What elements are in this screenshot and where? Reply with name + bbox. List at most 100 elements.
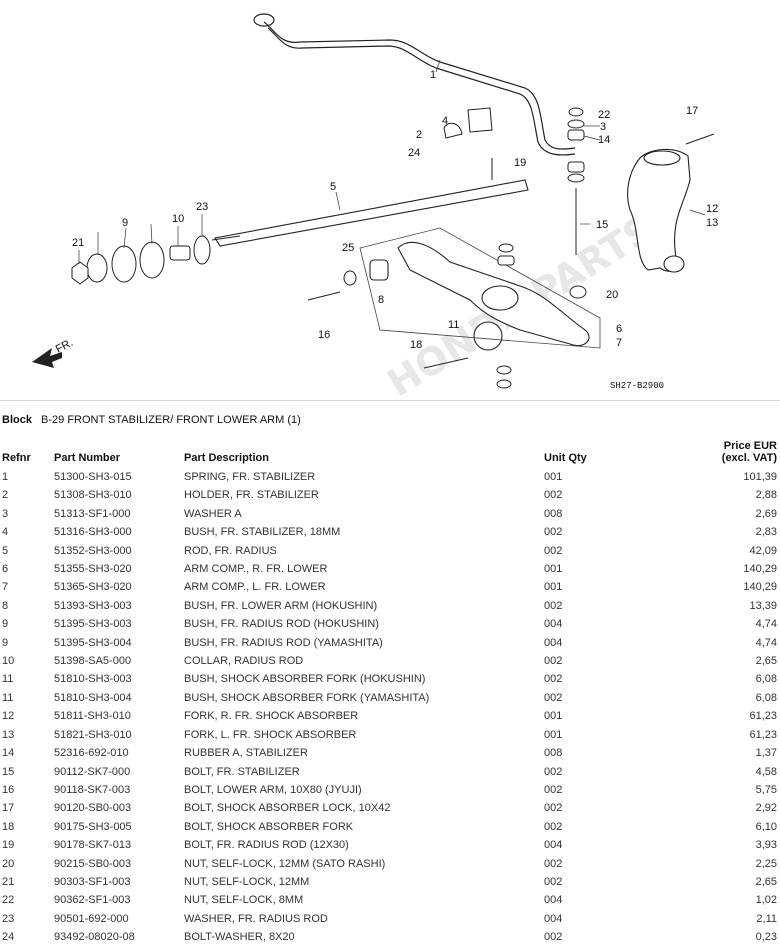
refnr-cell: 4 [2, 526, 9, 539]
front-direction-arrow [32, 348, 62, 368]
part-description-cell: BUSH, FR. STABILIZER, 18MM [184, 526, 341, 539]
part-number-cell: 90175-SH3-005 [54, 820, 132, 833]
callout-14: 14 [598, 134, 610, 146]
part-description-cell: RUBBER A, STABILIZER [184, 747, 308, 760]
unit-qty-cell: 004 [544, 636, 563, 649]
parts-table: Refnr Part Number Part Description Unit … [0, 436, 780, 947]
part-number-cell: 90112-SK7-000 [54, 765, 131, 778]
part-description-cell: BOLT-WASHER, 8X20 [184, 931, 295, 944]
price-cell: 4,58 [755, 765, 777, 778]
unit-qty-cell: 008 [544, 507, 563, 520]
bolts [307, 133, 715, 369]
unit-qty-cell: 008 [544, 747, 563, 760]
parts-diagram: HONDA PARTS [0, 0, 780, 401]
price-cell: 1,02 [755, 894, 777, 907]
part-description-cell: FORK, R. FR. SHOCK ABSORBER [184, 710, 359, 723]
refnr-cell: 10 [2, 655, 15, 668]
refnr-cell: 18 [2, 820, 15, 833]
price-cell: 4,74 [755, 618, 777, 631]
price-cell: 101,39 [743, 471, 777, 483]
header-price-line2: (excl. VAT) [721, 452, 777, 464]
unit-qty-cell: 002 [544, 599, 563, 612]
refnr-cell: 20 [2, 857, 15, 870]
callout-18: 18 [410, 339, 422, 351]
callout-2: 2 [416, 129, 422, 141]
refnr-cell: 6 [2, 563, 9, 576]
callout-25: 25 [342, 242, 354, 254]
callout-6: 6 [616, 323, 622, 335]
part-description-cell: SPRING, FR. STABILIZER [184, 471, 316, 483]
price-cell: 61,23 [749, 728, 777, 741]
unit-qty-cell: 004 [544, 839, 563, 852]
unit-qty-cell: 002 [544, 544, 563, 557]
refnr-cell: 9 [2, 618, 9, 631]
refnr-cell: 23 [2, 912, 15, 925]
unit-qty-cell: 004 [544, 912, 563, 925]
block-label: Block [2, 414, 32, 426]
price-cell: 3,93 [755, 839, 777, 852]
unit-qty-cell: 002 [544, 820, 563, 833]
price-cell: 5,75 [755, 783, 777, 796]
part-number-cell: 90118-SK7-003 [54, 783, 131, 796]
part-number-cell: 90501-692-000 [54, 912, 129, 925]
block-title: B-29 FRONT STABILIZER/ FRONT LOWER ARM (… [41, 414, 301, 426]
part-number-cell: 90362-SF1-003 [54, 894, 131, 907]
part-description-cell: BUSH, SHOCK ABSORBER FORK (HOKUSHIN) [184, 673, 426, 686]
unit-qty-cell: 002 [544, 875, 563, 888]
illustration-code: SH27-B2900 [610, 381, 664, 391]
part-number-cell: 51395-SH3-003 [54, 618, 132, 631]
callout-15: 15 [596, 219, 608, 231]
part-number-cell: 51308-SH3-010 [54, 489, 132, 502]
part-number-cell: 51300-SH3-015 [54, 471, 132, 483]
price-cell: 2,65 [755, 875, 777, 888]
part-description-cell: BUSH, FR. RADIUS ROD (YAMASHITA) [184, 636, 383, 649]
part-description-cell: COLLAR, RADIUS ROD [184, 655, 304, 668]
price-cell: 2,11 [756, 912, 777, 925]
radius-rod [211, 179, 529, 247]
unit-qty-cell: 002 [544, 802, 563, 815]
part-number-cell: 90178-SK7-013 [54, 839, 132, 852]
refnr-cell: 5 [2, 544, 9, 557]
stabilizer-bar [253, 13, 576, 156]
callout-5: 5 [330, 181, 336, 193]
part-number-cell: 51316-SH3-000 [54, 526, 132, 539]
part-description-cell: HOLDER, FR. STABILIZER [184, 489, 319, 502]
part-number-cell: 51313-SF1-000 [54, 507, 131, 520]
refnr-cell: 8 [2, 599, 9, 612]
part-description-cell: BUSH, SHOCK ABSORBER FORK (YAMASHITA) [184, 691, 430, 704]
price-cell: 2,25 [755, 857, 777, 870]
price-cell: 2,69 [755, 507, 777, 520]
price-cell: 2,88 [755, 489, 777, 502]
callout-12: 12 [706, 203, 718, 215]
assembly-outline [359, 227, 601, 349]
leader-lines [78, 59, 706, 264]
refnr-cell: 12 [2, 710, 15, 723]
unit-qty-cell: 002 [544, 489, 563, 502]
lower-arm [369, 241, 590, 351]
part-number-cell: 51398-SA5-000 [54, 655, 132, 668]
unit-qty-cell: 002 [544, 526, 563, 539]
unit-qty-cell: 004 [544, 618, 563, 631]
unit-qty-cell: 001 [544, 710, 563, 723]
refnr-cell: 14 [2, 747, 15, 760]
header-price: Price EUR (excl. VAT) [658, 436, 780, 468]
refnr-cell: 11 [2, 691, 14, 704]
refnr-cell: 19 [2, 839, 15, 852]
unit-qty-cell: 002 [544, 673, 563, 686]
part-description-cell: BUSH, FR. RADIUS ROD (HOKUSHIN) [184, 618, 379, 631]
